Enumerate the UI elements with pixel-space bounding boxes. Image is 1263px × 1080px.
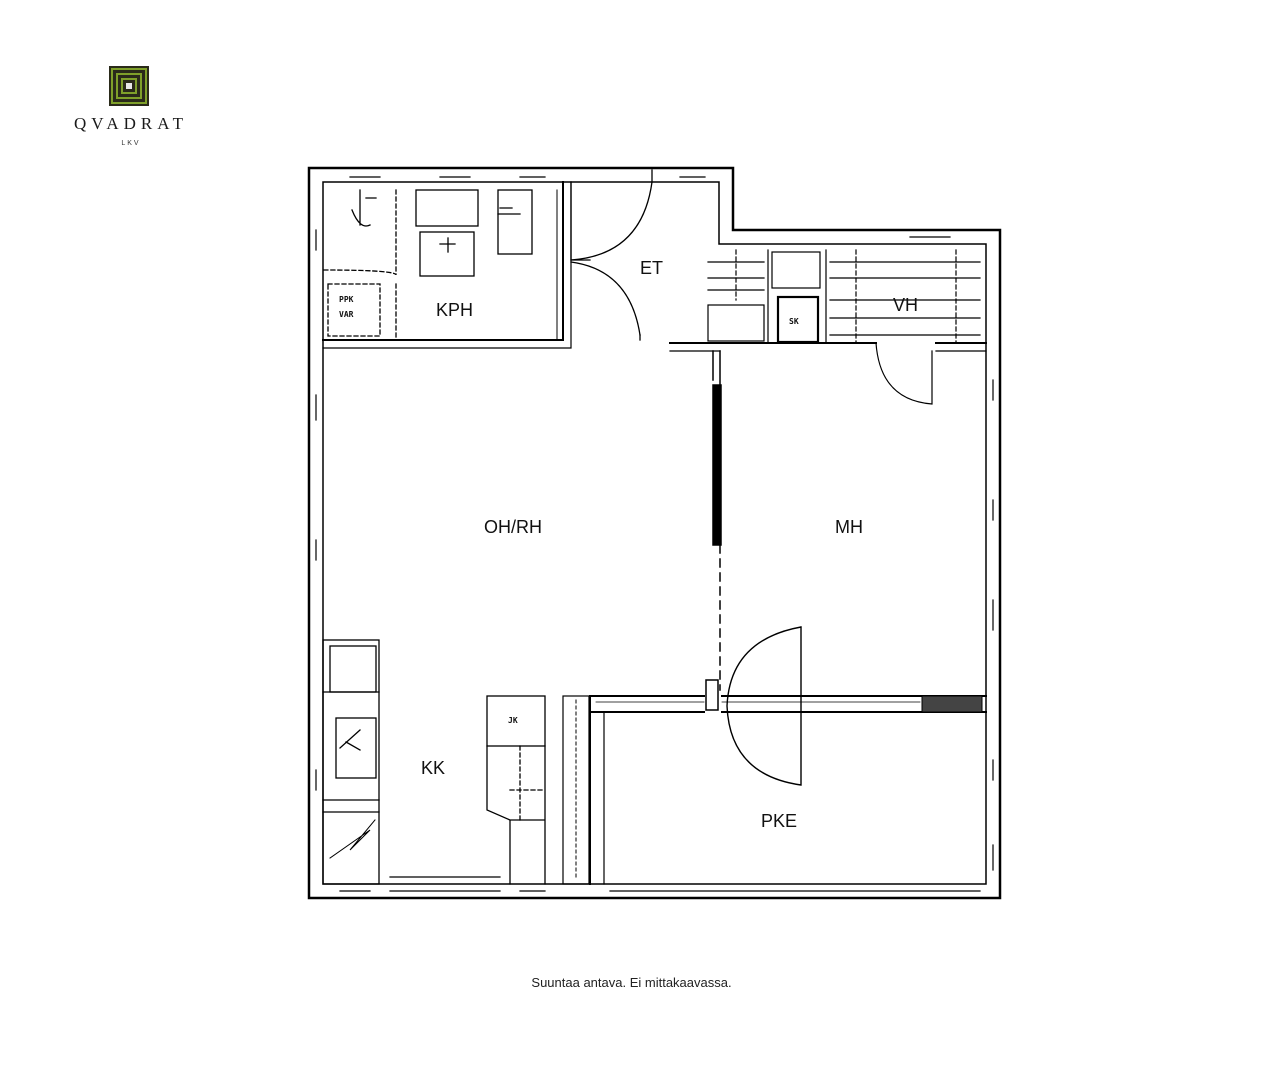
bedroom-door [726,626,802,786]
jk-label: JK [508,716,518,725]
room-label-mh: MH [835,517,863,537]
bottom-window [389,876,981,892]
closet-shelves [707,249,981,405]
qvadrat-logo-mark-icon [109,66,149,106]
qvadrat-logo: QVADRAT LKV [56,64,206,154]
room-label-ohrh: OH/RH [484,517,542,537]
logo-brand-name: QVADRAT [73,114,189,133]
balcony-walls [562,695,987,885]
room-label-vh: VH [893,295,918,315]
bathroom-fixtures [322,189,533,341]
wall-windows [315,176,994,892]
wardrobe-wall [705,384,722,711]
kitchen-fixtures [322,639,546,885]
logo-subtitle: LKV [121,140,141,147]
ppk-label-line1: PPK [339,295,354,304]
room-label-et: ET [640,258,663,278]
room-label-pke: PKE [761,811,797,831]
ppk-label-line2: VAR [339,310,354,319]
disclaimer-note: Suuntaa antava. Ei mittakaavassa. [531,975,732,990]
sk-label: SK [789,317,799,326]
entrance-doors [570,169,653,341]
bathroom-walls [322,181,591,349]
room-label-kk: KK [421,758,445,778]
room-label-kph: KPH [436,300,473,320]
